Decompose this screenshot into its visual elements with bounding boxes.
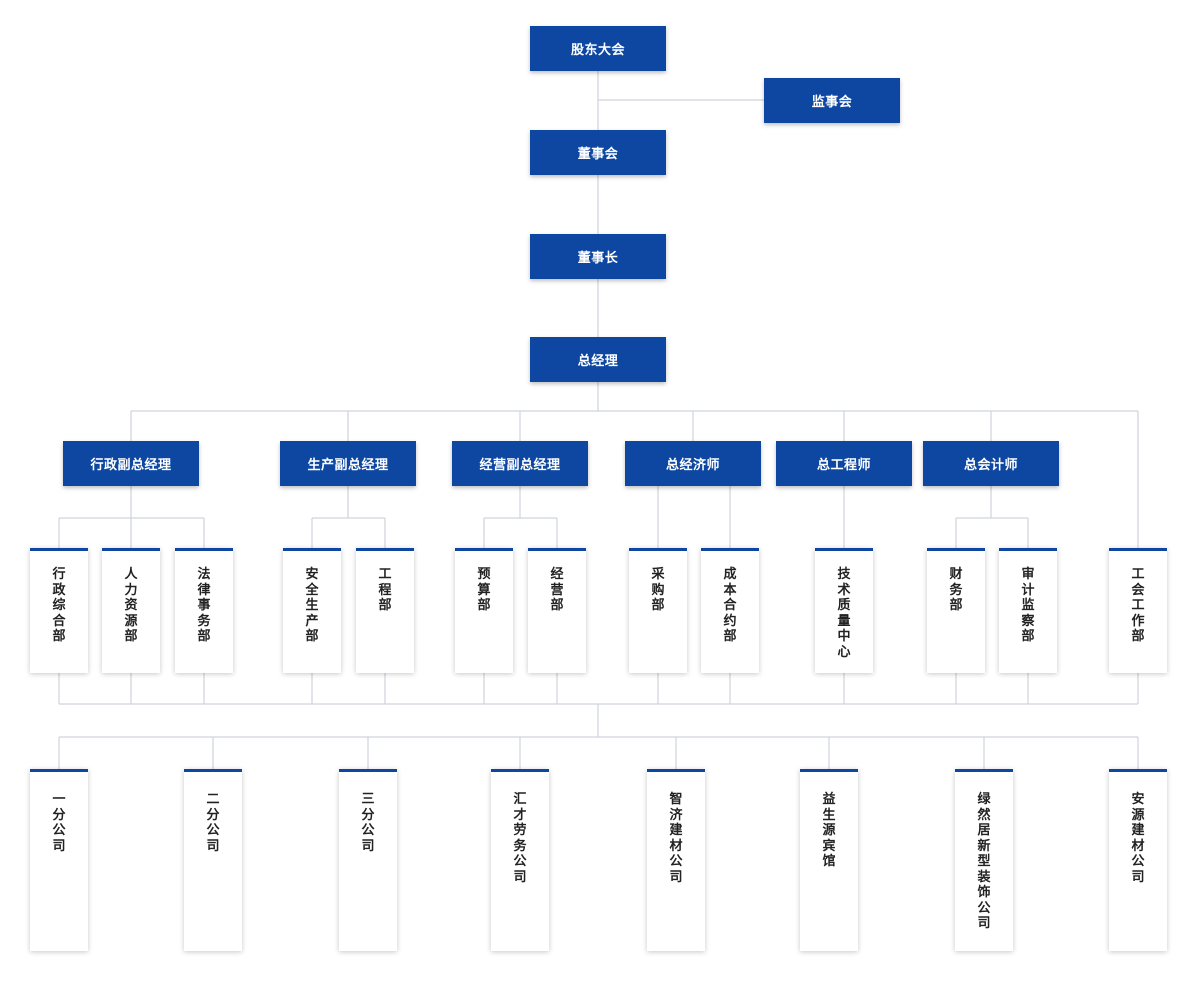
subsidiary-card: 安源建材公司 — [1109, 769, 1167, 951]
subsidiary-card: 一分公司 — [30, 769, 88, 951]
subsidiary-card: 智济建材公司 — [647, 769, 705, 951]
dept-label: 行政综合部 — [52, 567, 66, 644]
subsidiary-card: 三分公司 — [339, 769, 397, 951]
node-exec-production: 生产副总经理 — [280, 441, 416, 486]
dept-card: 安全生产部 — [283, 548, 341, 673]
node-chief-engineer: 总工程师 — [776, 441, 912, 486]
node-supervisors: 监事会 — [764, 78, 900, 123]
node-chairman: 董事长 — [530, 234, 666, 279]
dept-card: 财务部 — [927, 548, 985, 673]
subsidiary-label: 二分公司 — [206, 792, 220, 854]
node-general-manager: 总经理 — [530, 337, 666, 382]
dept-label: 法律事务部 — [197, 567, 211, 644]
dept-label: 成本合约部 — [723, 567, 737, 644]
dept-label: 预算部 — [477, 567, 491, 613]
dept-label: 采购部 — [651, 567, 665, 613]
node-board: 董事会 — [530, 130, 666, 175]
node-chief-economist: 总经济师 — [625, 441, 761, 486]
dept-label: 财务部 — [949, 567, 963, 613]
dept-label: 经营部 — [550, 567, 564, 613]
subsidiary-card: 绿然居新型装饰公司 — [955, 769, 1013, 951]
subsidiary-label: 安源建材公司 — [1131, 792, 1145, 885]
dept-card: 人力资源部 — [102, 548, 160, 673]
subsidiary-label: 智济建材公司 — [669, 792, 683, 885]
dept-card: 法律事务部 — [175, 548, 233, 673]
dept-card: 工会工作部 — [1109, 548, 1167, 673]
dept-card: 审计监察部 — [999, 548, 1057, 673]
dept-card: 经营部 — [528, 548, 586, 673]
node-shareholders: 股东大会 — [530, 26, 666, 71]
dept-label: 人力资源部 — [124, 567, 138, 644]
subsidiary-card: 益生源宾馆 — [800, 769, 858, 951]
dept-card: 预算部 — [455, 548, 513, 673]
subsidiary-label: 汇才劳务公司 — [513, 792, 527, 885]
subsidiary-label: 绿然居新型装饰公司 — [977, 792, 991, 931]
dept-card: 采购部 — [629, 548, 687, 673]
subsidiary-label: 一分公司 — [52, 792, 66, 854]
dept-card: 行政综合部 — [30, 548, 88, 673]
dept-label: 工程部 — [378, 567, 392, 613]
subsidiary-label: 益生源宾馆 — [822, 792, 836, 869]
subsidiary-card: 汇才劳务公司 — [491, 769, 549, 951]
subsidiary-card: 二分公司 — [184, 769, 242, 951]
dept-card: 工程部 — [356, 548, 414, 673]
dept-label: 工会工作部 — [1131, 567, 1145, 644]
node-chief-accountant: 总会计师 — [923, 441, 1059, 486]
dept-label: 安全生产部 — [305, 567, 319, 644]
node-exec-admin: 行政副总经理 — [63, 441, 199, 486]
dept-card: 技术质量中心 — [815, 548, 873, 673]
dept-card: 成本合约部 — [701, 548, 759, 673]
dept-label: 技术质量中心 — [837, 567, 851, 660]
dept-label: 审计监察部 — [1021, 567, 1035, 644]
node-exec-operations: 经营副总经理 — [452, 441, 588, 486]
subsidiary-label: 三分公司 — [361, 792, 375, 854]
